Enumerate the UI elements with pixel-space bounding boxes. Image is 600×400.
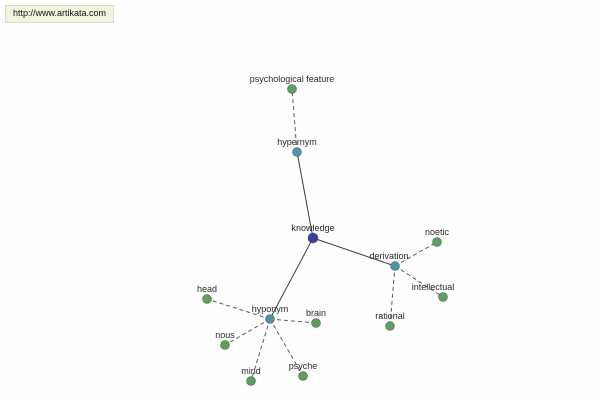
node-psychological-feature[interactable] <box>287 84 297 94</box>
edge-hyponym-mind <box>250 318 271 382</box>
edge-hyponym-nous <box>224 318 271 346</box>
node-label-psychological-feature[interactable]: psychological feature <box>250 74 335 84</box>
node-intellectual[interactable] <box>438 292 448 302</box>
edge-hyponym-psyche <box>269 318 304 377</box>
edge-derivation-intellectual <box>394 265 444 298</box>
node-label-head[interactable]: head <box>197 284 217 294</box>
node-label-nous[interactable]: nous <box>215 330 235 340</box>
edge-knowledge-derivation <box>312 237 396 267</box>
node-label-rational[interactable]: rational <box>375 311 405 321</box>
node-hypernym[interactable] <box>292 147 302 157</box>
node-noetic[interactable] <box>432 237 442 247</box>
node-label-intellectual[interactable]: intellectual <box>412 282 455 292</box>
node-nous[interactable] <box>220 340 230 350</box>
node-label-derivation[interactable]: derivation <box>369 251 408 261</box>
node-head[interactable] <box>202 294 212 304</box>
node-derivation[interactable] <box>390 261 400 271</box>
edge-knowledge-hyponym <box>269 237 314 320</box>
node-mind[interactable] <box>246 376 256 386</box>
node-label-knowledge[interactable]: knowledge <box>291 223 334 233</box>
edge-derivation-noetic <box>394 241 438 267</box>
edge-knowledge-hypernym <box>296 151 314 239</box>
edge-hypernym-psychological-feature <box>291 88 298 153</box>
edge-hyponym-brain <box>269 318 317 324</box>
node-label-hyponym[interactable]: hyponym <box>252 304 289 314</box>
node-label-mind[interactable]: mind <box>241 366 261 376</box>
node-rational[interactable] <box>385 321 395 331</box>
node-brain[interactable] <box>311 318 321 328</box>
node-label-psyche[interactable]: psyche <box>289 361 318 371</box>
node-label-noetic[interactable]: noetic <box>425 227 450 237</box>
node-psyche[interactable] <box>298 371 308 381</box>
node-label-hypernym[interactable]: hypernym <box>277 137 317 147</box>
node-hyponym[interactable] <box>265 314 275 324</box>
site-url-label: http://www.artikata.com <box>5 5 115 23</box>
edge-derivation-rational <box>389 265 396 327</box>
node-label-brain[interactable]: brain <box>306 308 326 318</box>
node-knowledge[interactable] <box>307 232 319 244</box>
